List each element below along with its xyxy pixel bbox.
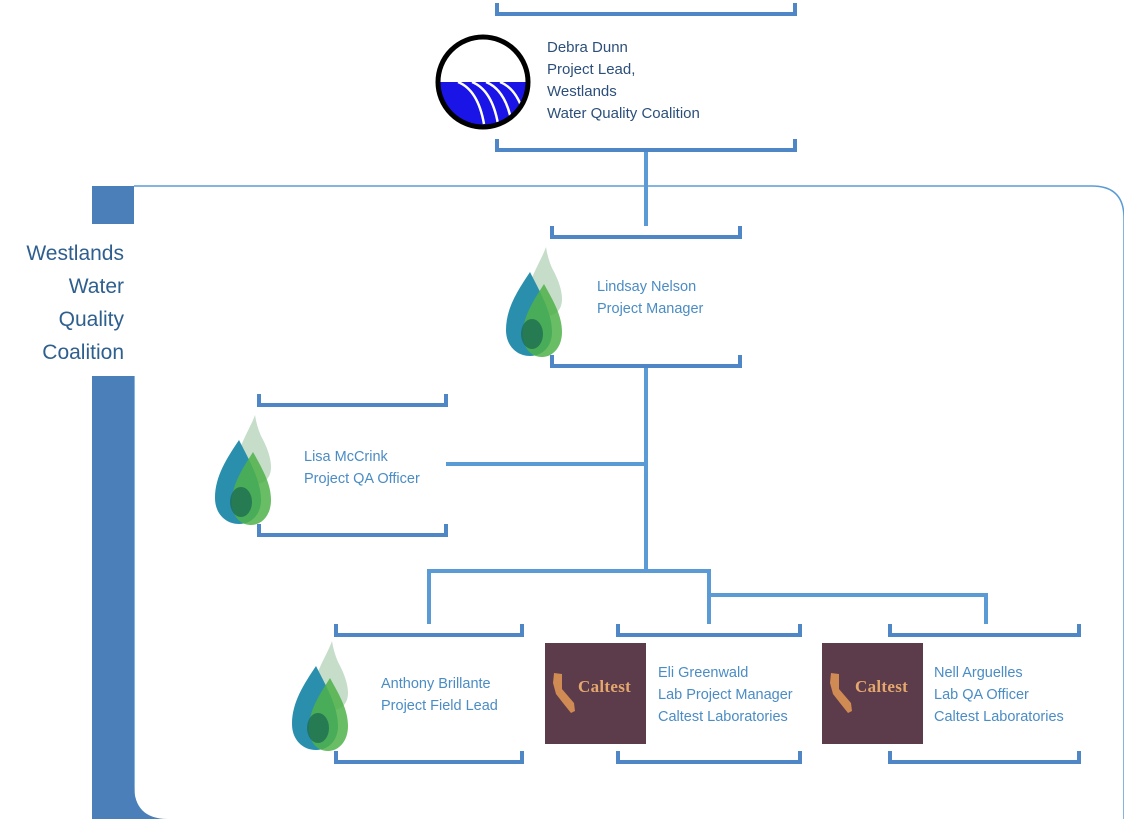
node-qa-officer: Lisa McCrink Project QA Officer bbox=[304, 449, 420, 487]
water-drop-logo bbox=[292, 641, 349, 751]
node-lab-qa-officer: Nell Arguelles Lab QA Officer Caltest La… bbox=[934, 665, 1064, 725]
water-drop-logo bbox=[215, 415, 272, 525]
coalition-label: Westlands Water Quality Coalition bbox=[26, 242, 124, 364]
node-project-lead: Debra Dunn Project Lead, Westlands Water… bbox=[547, 39, 700, 122]
box-brackets bbox=[257, 3, 1081, 764]
node-lab-project-manager: Eli Greenwald Lab Project Manager Caltes… bbox=[658, 665, 793, 725]
node-field-lead: Anthony Brillante Project Field Lead bbox=[381, 676, 498, 714]
caltest-logo: Caltest bbox=[822, 643, 923, 744]
caltest-logo: Caltest bbox=[545, 643, 646, 744]
connectors bbox=[427, 150, 988, 624]
water-wave-logo bbox=[435, 34, 531, 130]
water-drop-logo bbox=[506, 247, 563, 357]
node-project-manager: Lindsay Nelson Project Manager bbox=[597, 279, 704, 317]
